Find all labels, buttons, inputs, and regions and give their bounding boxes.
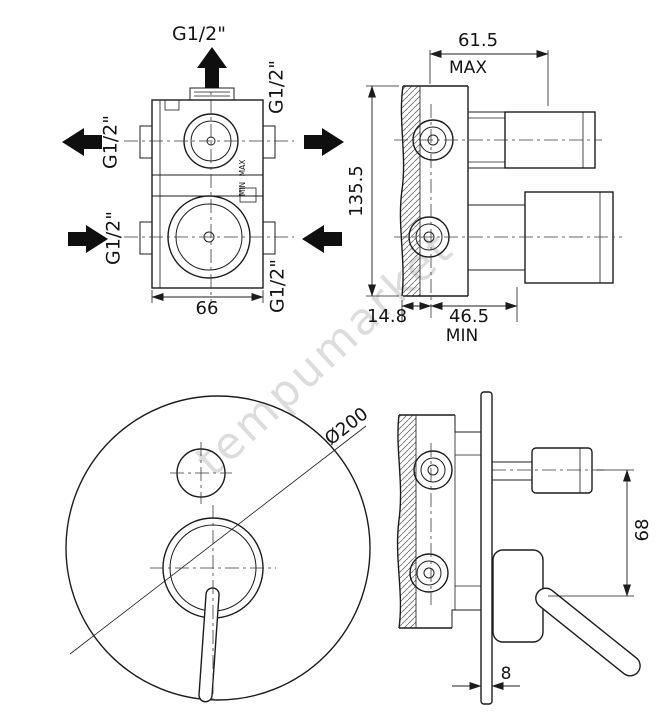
wall-plate bbox=[480, 391, 493, 705]
body-max-label: MAX bbox=[238, 160, 247, 177]
min-depth-dimension-label: 46.5 bbox=[449, 306, 489, 327]
flow-arrow-left-out-icon bbox=[62, 128, 102, 156]
plate-side-view: 68 8 bbox=[396, 391, 653, 705]
offset-dimension-label: 14.8 bbox=[367, 306, 407, 327]
depth-max-label: MAX bbox=[449, 58, 487, 78]
left-upper-port bbox=[139, 125, 153, 159]
flow-arrow-left-in-icon bbox=[68, 225, 108, 253]
width-dimension: 66 bbox=[151, 290, 264, 319]
thread-label-top-right: G1/2" bbox=[266, 60, 288, 114]
height-dimension-label: 135.5 bbox=[346, 165, 367, 217]
handle-lever-side bbox=[535, 587, 641, 677]
plate-thickness-dimension: 8 bbox=[452, 664, 520, 690]
left-lower-port bbox=[139, 221, 153, 255]
top-port bbox=[189, 87, 235, 101]
depth-dimension: 61.5 MAX bbox=[429, 30, 549, 106]
handle-offset-dimension: 68 bbox=[548, 469, 653, 597]
watermark-text: tempumarket bbox=[186, 222, 464, 486]
body-min-label: MIN bbox=[238, 182, 247, 196]
flow-arrow-right-in-icon bbox=[302, 225, 342, 253]
diverter-knob-stem bbox=[491, 461, 533, 481]
thread-label-left-lower: G1/2" bbox=[103, 211, 125, 265]
flow-arrow-top-icon bbox=[197, 47, 227, 88]
depth-dimension-label: 61.5 bbox=[458, 30, 498, 51]
thread-label-bottom-right: G1/2" bbox=[267, 259, 289, 313]
thread-label-top: G1/2" bbox=[172, 23, 226, 45]
plate-thickness-dimension-label: 8 bbox=[501, 664, 512, 684]
hatched-section-2 bbox=[397, 415, 416, 628]
right-upper-port bbox=[262, 125, 276, 159]
height-dimension: 135.5 bbox=[346, 85, 399, 297]
valve-side-view: 61.5 MAX 135.5 14.8 46.5 MIN bbox=[346, 30, 622, 346]
hatched-section bbox=[400, 86, 420, 296]
flow-arrow-right-out-icon bbox=[304, 128, 344, 156]
width-dimension-label: 66 bbox=[196, 298, 219, 319]
diverter-knob bbox=[531, 447, 593, 494]
bottom-dimensions: 14.8 46.5 MIN bbox=[367, 287, 518, 346]
lower-cartridge-side-2 bbox=[409, 553, 449, 593]
plate-front-view: Ø200 bbox=[65, 395, 372, 703]
upper-cartridge-side-2 bbox=[413, 450, 453, 490]
thread-label-left-upper: G1/2" bbox=[100, 115, 122, 169]
handle-lever bbox=[198, 587, 220, 703]
mixer-stem-cylinder bbox=[524, 191, 614, 284]
valve-front-view: MAX MIN 66 bbox=[62, 23, 344, 319]
min-depth-min-label: MIN bbox=[446, 326, 478, 346]
right-lower-port bbox=[262, 221, 276, 255]
handle-offset-dimension-label: 68 bbox=[632, 519, 653, 542]
trim-plate-circle bbox=[65, 395, 371, 701]
